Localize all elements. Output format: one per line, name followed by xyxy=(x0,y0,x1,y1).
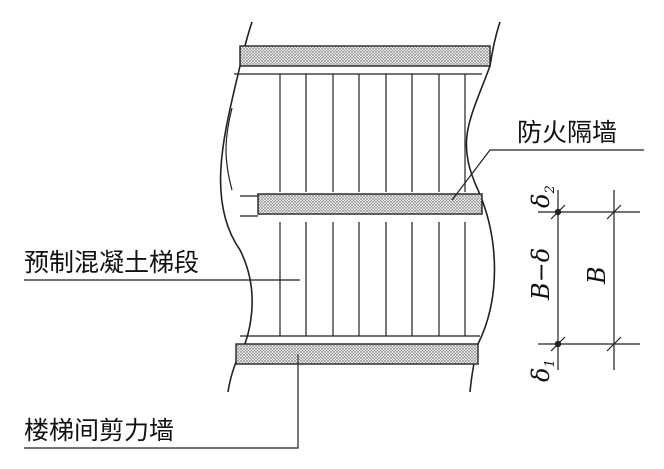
b-minus-delta-dim: B−δ xyxy=(527,248,555,301)
upper-stair-flight xyxy=(225,73,482,192)
leader-lines xyxy=(24,149,644,449)
fire-partition-wall xyxy=(240,193,483,217)
fire-wall-label: 防火隔墙 xyxy=(517,118,617,147)
svg-text:δ2: δ2 xyxy=(527,185,558,208)
top-shear-wall xyxy=(239,45,491,67)
delta1-dim: δ1 xyxy=(527,359,558,382)
delta2-symbol: δ xyxy=(527,194,555,208)
svg-text:δ1: δ1 xyxy=(527,359,558,382)
fire-wall-leader xyxy=(451,149,644,201)
b-dim: B xyxy=(583,266,611,285)
delta2-sub: 2 xyxy=(543,185,558,194)
shear-wall-leader xyxy=(24,354,299,449)
delta2-dim: δ2 xyxy=(527,185,558,208)
bottom-shear-wall xyxy=(235,343,479,365)
precast-flight-label: 预制混凝土梯段 xyxy=(24,248,199,277)
lower-stair-flight xyxy=(240,222,480,337)
delta1-sub: 1 xyxy=(543,359,558,367)
dimension-lines xyxy=(538,190,640,370)
delta1-symbol: δ xyxy=(527,368,555,382)
b-minus-delta-label: B−δ xyxy=(527,248,555,301)
b-label: B xyxy=(583,266,611,285)
shear-wall-label: 楼梯间剪力墙 xyxy=(24,416,174,445)
